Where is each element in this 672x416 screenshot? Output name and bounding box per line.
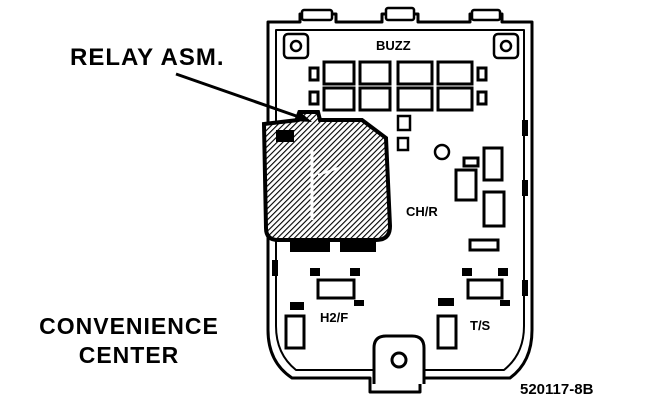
small-terminal-2: [396, 136, 410, 152]
figure-code: 520117-8B: [520, 381, 594, 398]
connector-pins: [290, 268, 510, 310]
ch-r-label: CH/R: [406, 204, 438, 219]
relay-assembly-label: RELAY ASM.: [70, 44, 225, 71]
t-s-label: T/S: [470, 318, 491, 333]
h2-f-label: H2/F: [320, 310, 348, 325]
mounting-holes: [282, 32, 520, 60]
relay-pins: [290, 242, 376, 252]
lower-connectors: [284, 278, 504, 350]
round-hole: [433, 143, 451, 161]
bottom-mount: [372, 334, 426, 384]
side-notches: [272, 120, 528, 296]
convenience-label-line2: CENTER: [78, 342, 180, 368]
top-tabs: [300, 6, 502, 22]
relay-leader-arrow: [175, 72, 312, 122]
small-terminal: [396, 114, 412, 132]
convenience-label-line1: CONVENIENCE: [39, 313, 219, 339]
ch-r-components: [454, 146, 506, 252]
convenience-center-label: CONVENIENCE CENTER: [31, 312, 227, 370]
fuse-block: [308, 60, 488, 112]
buzz-label: BUZZ: [376, 38, 411, 53]
relay-assembly: [261, 110, 393, 242]
